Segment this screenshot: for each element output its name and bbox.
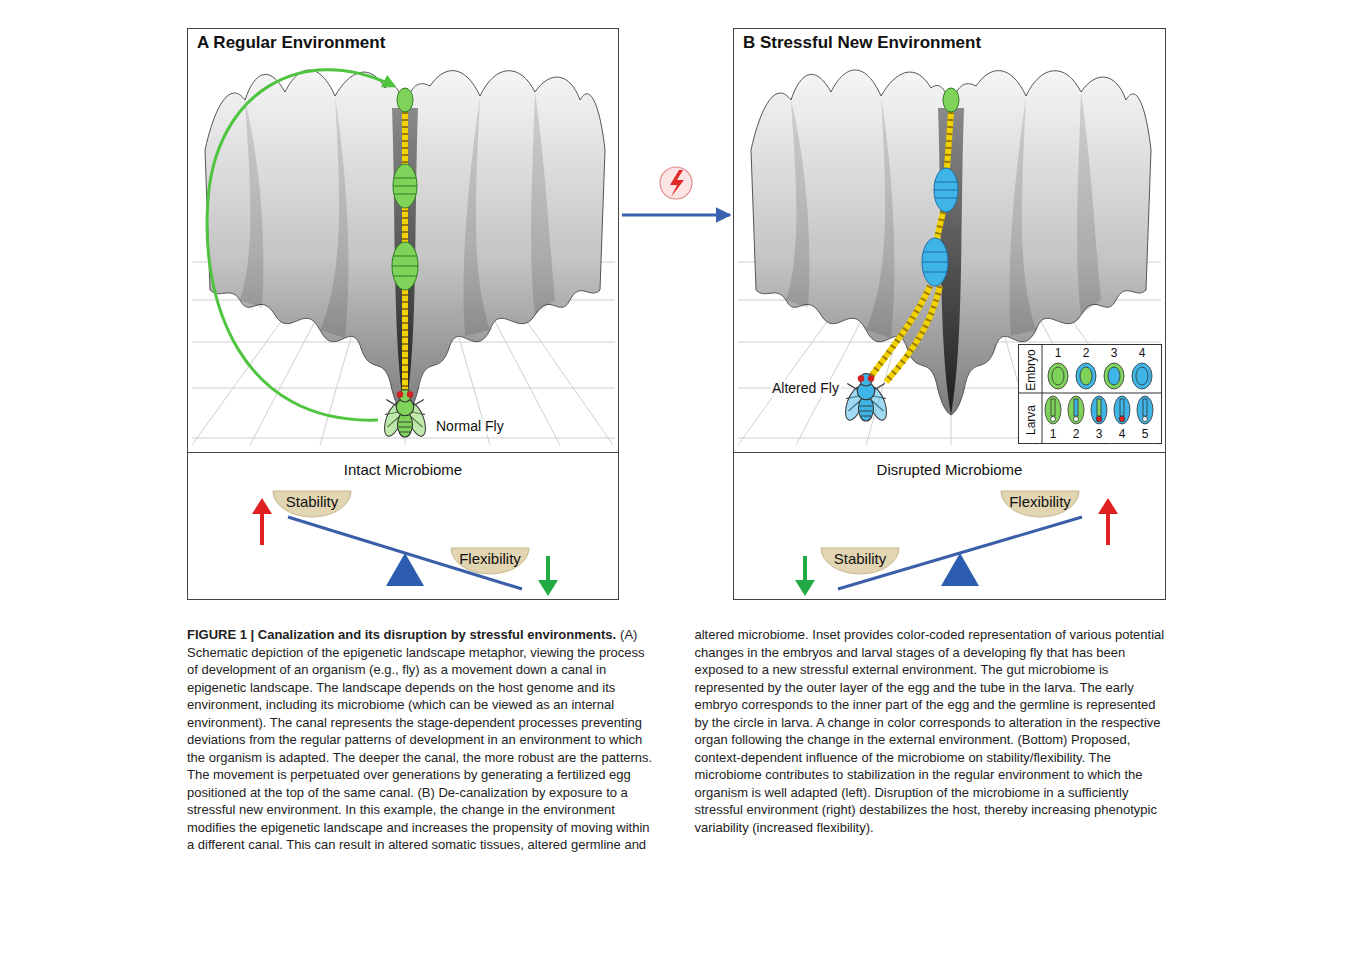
seesaw-a bbox=[538, 580, 558, 596]
panel-box: B Stressful New EnvironmentEmbryoLarvaDi… bbox=[733, 28, 1166, 600]
canal-path bbox=[870, 112, 951, 382]
larva-icons bbox=[1114, 396, 1130, 424]
egg-stages bbox=[392, 242, 418, 290]
embryo-icons bbox=[1076, 363, 1096, 389]
row-label: Larva bbox=[1024, 405, 1038, 435]
figure-title: FIGURE 1 | Canalization and its disrupti… bbox=[187, 627, 616, 642]
callout-number: 2 bbox=[1073, 428, 1080, 441]
embryo-icons bbox=[1136, 367, 1148, 385]
callout-number: 2 bbox=[1083, 347, 1090, 360]
larva-icons bbox=[1045, 396, 1061, 424]
stress-lightning bbox=[670, 170, 684, 197]
pan-label: Stability bbox=[820, 547, 900, 568]
embryo-icons bbox=[1108, 367, 1120, 385]
inset-panel bbox=[1018, 393, 1162, 394]
seesaw-b bbox=[795, 498, 1118, 596]
band-heading: Disrupted Microbiome bbox=[734, 453, 1165, 479]
embryo-icons bbox=[1080, 367, 1092, 385]
embryo-icons bbox=[1048, 363, 1152, 389]
callout-number: 3 bbox=[1096, 428, 1103, 441]
egg-stages bbox=[392, 88, 418, 290]
callout-number: 3 bbox=[1111, 347, 1118, 360]
microbiome-band: Disrupted MicrobiomeStability Flexibility bbox=[734, 452, 1165, 599]
larva-icons bbox=[1120, 399, 1124, 416]
callout-number: 5 bbox=[1142, 428, 1149, 441]
larva-icons bbox=[1045, 396, 1153, 424]
landscape-b bbox=[738, 70, 1161, 445]
pan-label: Flexibility bbox=[1000, 490, 1080, 511]
normal-fly bbox=[381, 390, 430, 439]
stability-pan: Stability bbox=[272, 490, 352, 518]
egg-stages bbox=[934, 182, 958, 198]
inset-panel bbox=[1018, 344, 1162, 444]
callout-number: 4 bbox=[1119, 428, 1126, 441]
pan-bowl bbox=[273, 491, 351, 517]
larva-icons bbox=[1051, 417, 1056, 422]
seesaw-b bbox=[1098, 498, 1118, 514]
embryo-icons bbox=[1104, 363, 1124, 389]
larva-icons bbox=[1143, 399, 1147, 416]
flexibility-pan: Flexibility bbox=[1000, 490, 1080, 518]
band-heading: Intact Microbiome bbox=[188, 453, 618, 479]
stress-lightning bbox=[660, 167, 692, 199]
larva-icons bbox=[1074, 417, 1079, 422]
flexibility-pan: Flexibility bbox=[450, 547, 530, 575]
pan-bowl bbox=[821, 548, 899, 574]
pan-label: Stability bbox=[272, 490, 352, 511]
panel-box: A Regular EnvironmentIntact MicrobiomeSt… bbox=[187, 28, 619, 600]
seesaw-b bbox=[1106, 512, 1110, 545]
figure-caption: FIGURE 1 | Canalization and its disrupti… bbox=[187, 626, 1166, 954]
larva-icons bbox=[1097, 399, 1101, 416]
seesaw-a bbox=[546, 556, 550, 582]
larva-icons bbox=[1091, 396, 1107, 424]
figure-label: Normal Fly bbox=[434, 418, 506, 435]
altered-fly bbox=[842, 374, 891, 423]
larva-icons bbox=[1068, 396, 1084, 424]
larva-icons bbox=[1074, 399, 1078, 416]
egg-stages bbox=[397, 88, 413, 112]
egg-stages bbox=[922, 238, 948, 286]
pan-label: Flexibility bbox=[450, 547, 530, 568]
row-label: Embryo bbox=[1024, 349, 1038, 390]
stability-pan: Stability bbox=[820, 547, 900, 575]
canal-path bbox=[870, 112, 951, 382]
egg-stages bbox=[922, 88, 959, 286]
generation-arrow bbox=[207, 70, 394, 421]
canal-path bbox=[870, 112, 951, 382]
larva-icons bbox=[1096, 416, 1102, 422]
egg-stages bbox=[934, 168, 958, 212]
panel-heading: A Regular Environment bbox=[197, 32, 385, 53]
seesaw-a bbox=[252, 498, 272, 514]
egg-stages bbox=[943, 88, 959, 112]
panel-heading: B Stressful New Environment bbox=[743, 32, 981, 53]
landscape-a bbox=[192, 70, 615, 445]
pan-bowl bbox=[1001, 491, 1079, 517]
egg-stages bbox=[393, 178, 417, 194]
seesaw-b bbox=[803, 556, 807, 582]
inset-panel bbox=[1042, 344, 1043, 444]
callout-number: 1 bbox=[1050, 428, 1057, 441]
larva-icons bbox=[1119, 416, 1125, 422]
larva-icons bbox=[1143, 417, 1148, 422]
egg-stages bbox=[392, 256, 418, 276]
callout-number: 1 bbox=[1055, 347, 1062, 360]
seesaw-a bbox=[260, 512, 264, 545]
larva-icons bbox=[1051, 399, 1055, 416]
seesaw-b bbox=[795, 580, 815, 596]
egg-stages bbox=[393, 164, 417, 208]
figure-label: Altered Fly bbox=[770, 380, 841, 397]
microbiome-band: Intact MicrobiomeStabilityFlexibility bbox=[188, 452, 618, 599]
embryo-icons bbox=[1048, 363, 1068, 389]
larva-icons bbox=[1137, 396, 1153, 424]
pan-bowl bbox=[451, 548, 529, 574]
stress-lightning bbox=[660, 167, 692, 199]
embryo-icons bbox=[1052, 367, 1064, 385]
transition-arrow bbox=[622, 214, 730, 217]
inset-panel bbox=[1018, 344, 1162, 444]
callout-number: 4 bbox=[1139, 347, 1146, 360]
egg-stages bbox=[922, 252, 948, 272]
embryo-icons bbox=[1132, 363, 1152, 389]
caption-text: (A) Schematic depiction of the epigeneti… bbox=[187, 627, 1164, 852]
